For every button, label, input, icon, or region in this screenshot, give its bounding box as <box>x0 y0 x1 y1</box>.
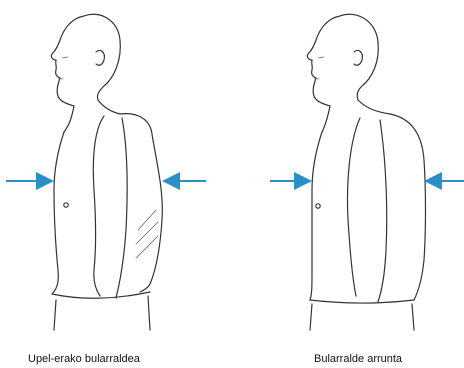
left-caption: Upel-erako bularraldea <box>28 353 141 365</box>
right-caption: Bularralde arrunta <box>314 353 403 365</box>
barrel-chest-figure <box>51 14 162 330</box>
normal-chest-figure <box>307 14 425 330</box>
